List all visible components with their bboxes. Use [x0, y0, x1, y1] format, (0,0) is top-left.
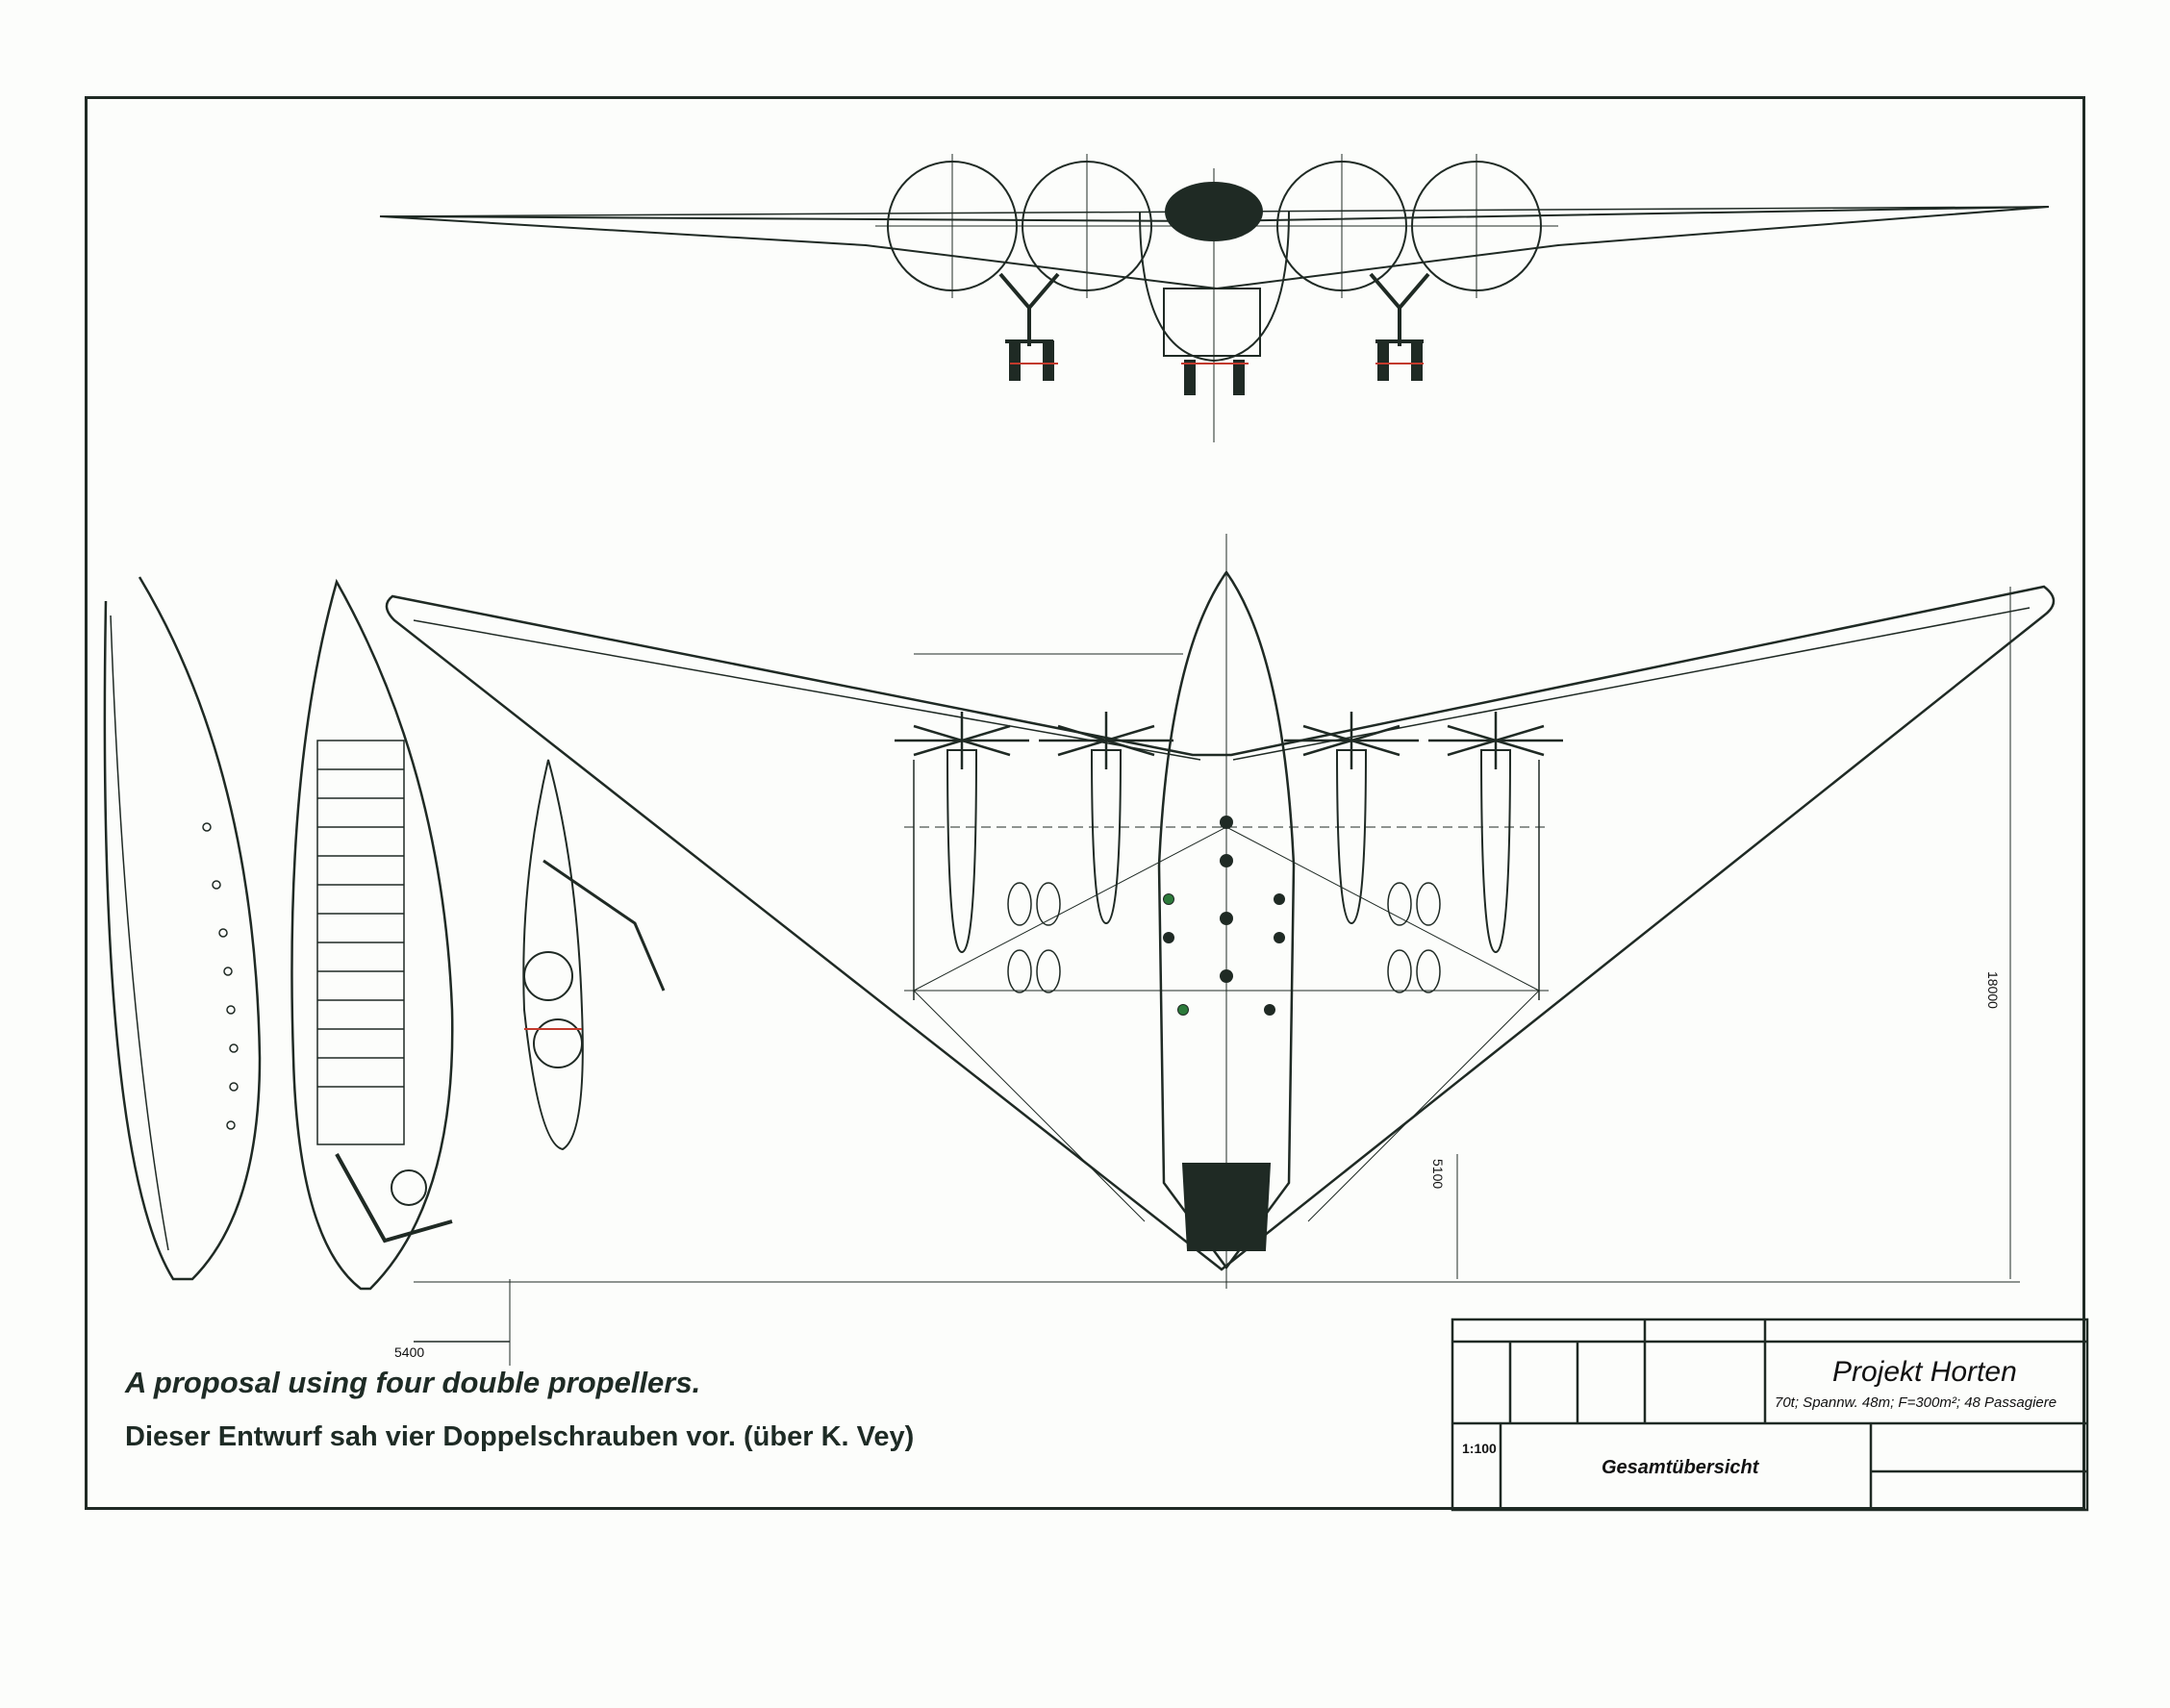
- prop-star-2: [1039, 712, 1173, 769]
- front-gear-right: [1369, 272, 1430, 346]
- front-gear-left: [998, 272, 1060, 346]
- title-block-spec: 70t; Spannw. 48m; F=300m²; 48 Passagiere: [1775, 1394, 2057, 1411]
- side-nacelle: [522, 759, 584, 1151]
- caption-german: Dieser Entwurf sah vier Doppelschrauben …: [125, 1421, 915, 1452]
- nacelle-1: [946, 749, 978, 954]
- dimension-span: 18000: [1985, 971, 2001, 1009]
- title-block-sheet-title: Gesamtübersicht: [1602, 1457, 1759, 1478]
- wing-planform: [385, 585, 2056, 1271]
- wing-inner-trailing: [413, 607, 2031, 761]
- dimension-chord: 5100: [1430, 1159, 1446, 1190]
- prop-star-1: [895, 712, 1029, 769]
- nacelle-2: [1090, 749, 1123, 925]
- front-view: [379, 154, 2050, 442]
- side-profile-2: [290, 578, 454, 1291]
- title-block-scale: 1:100: [1462, 1441, 1497, 1456]
- side-profile-1: [103, 576, 262, 1281]
- wheel-group-left: [1007, 882, 1061, 993]
- nacelle-4: [1479, 749, 1512, 954]
- dimension-side: 5400: [394, 1344, 425, 1360]
- nacelle-3: [1335, 749, 1368, 925]
- drawing-frame: [85, 96, 2085, 1510]
- title-block-project: Projekt Horten: [1832, 1356, 2017, 1388]
- caption-english: A proposal using four double propellers.: [125, 1366, 701, 1399]
- title-block-frame: [1451, 1318, 2089, 1512]
- prop-star-3: [1284, 712, 1419, 769]
- wheel-group-right: [1387, 882, 1441, 993]
- plan-view: [385, 534, 2056, 1289]
- prop-star-4: [1428, 712, 1563, 769]
- side-views: [103, 576, 666, 1366]
